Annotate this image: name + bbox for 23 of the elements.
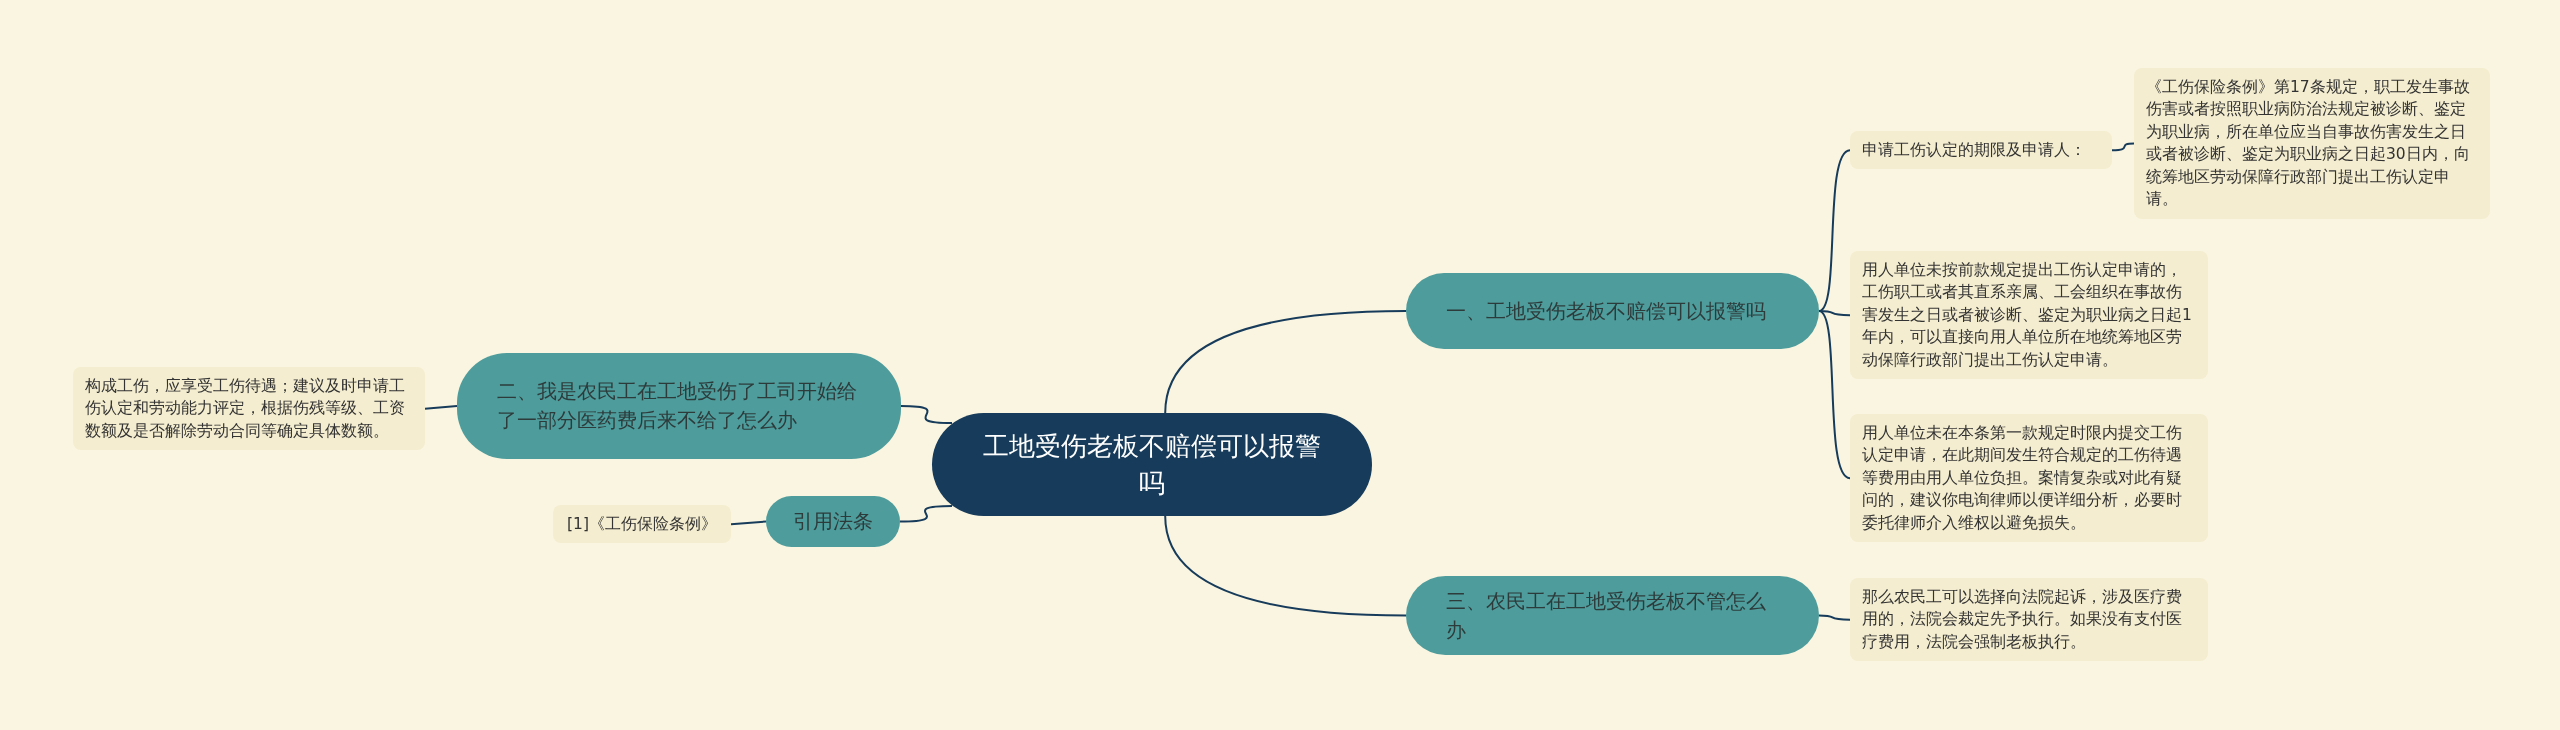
connector-line (1818, 310, 1851, 480)
topic-pill: 一、工地受伤老板不赔偿可以报警吗 (1406, 273, 1819, 349)
note-card: 申请工伤认定的期限及申请人： (1850, 131, 2112, 170)
topic-pill: 三、农民工在工地受伤老板不管怎么办 (1406, 576, 1819, 655)
note-card: 那么农民工可以选择向法院起诉，涉及医疗费用的，法院会裁定先予执行。如果没有支付医疗费用，法院会强制老板执行。 (1850, 578, 2208, 662)
connector-line (730, 520, 767, 526)
note-card: 构成工伤，应享受工伤待遇；建议及时申请工伤认定和劳动能力评定，根据伤残等级、工资数额及是否解除劳动合同等确定具体数额。 (73, 367, 425, 451)
connector-line (1818, 310, 1851, 317)
connector-line (1818, 614, 1851, 621)
note-card: 《工伤保险条例》第17条规定，职工发生事故伤害或者按照职业病防治法规定被诊断、鉴定为职业病，所在单位应当自事故伤害发生之日或者被诊断、鉴定为职业病之日起30日内，向统筹地区劳动保障行政部门提出工伤认定申请。 (2134, 68, 2490, 219)
connector-line (2111, 142, 2135, 152)
connector-line (424, 405, 458, 410)
note-card: 用人单位未在本条第一款规定时限内提交工伤认定申请，在此期间发生符合规定的工伤待遇等费用由用人单位负担。案情复杂或对此有疑问的，建议你电询律师以便详细分析，必要时委托律师介入维权以避免损失。 (1850, 414, 2208, 543)
connector-line (1818, 149, 1851, 312)
connector-line (1164, 515, 1407, 617)
central-topic: 工地受伤老板不赔偿可以报警吗 (932, 413, 1372, 516)
note-card: 用人单位未按前款规定提出工伤认定申请的，工伤职工或者其直系亲属、工会组织在事故伤害发生之日或者被诊断、鉴定为职业病之日起1年内，可以直接向用人单位所在地统筹地区劳动保障行政部门提出工伤认定申请。 (1850, 251, 2208, 380)
connector-line (900, 405, 953, 424)
note-card: [1]《工伤保险条例》 (553, 505, 731, 544)
connector-line (899, 505, 953, 523)
connector-line (1164, 310, 1407, 414)
topic-pill: 引用法条 (766, 496, 900, 547)
topic-pill: 二、我是农民工在工地受伤了工司开始给了一部分医药费后来不给了怎么办 (457, 353, 901, 459)
